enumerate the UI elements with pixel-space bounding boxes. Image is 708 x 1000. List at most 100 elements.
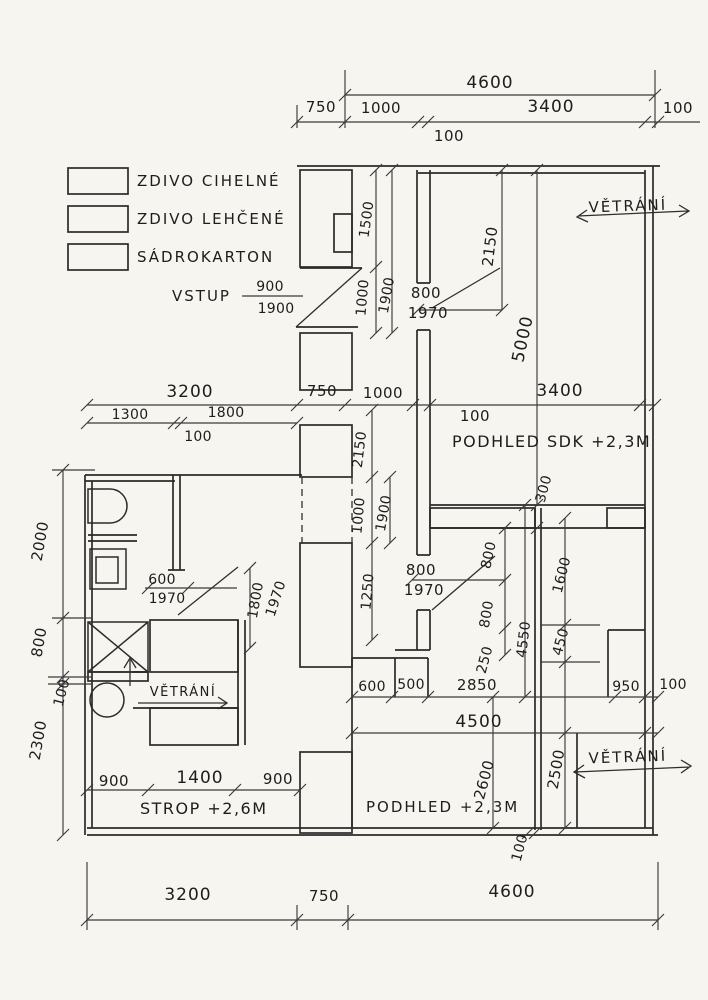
wall-brick-2 (299, 332, 353, 391)
door-swings (177, 267, 501, 616)
wall-light-strip (87, 671, 149, 682)
legend-label-cihelne: ZDIVO CIHELNÉ (137, 171, 281, 190)
dim-left-2000: 2000 (28, 520, 53, 563)
dim-top-100-left: 100 (434, 127, 464, 145)
vent-arrow-right (138, 696, 229, 710)
dim-bl-1400: 1400 (176, 768, 223, 788)
dim-mid-3400: 3400 (536, 381, 583, 401)
legend-swatch-plain (67, 243, 129, 271)
dim-mid-750: 750 (307, 382, 337, 400)
legend: ZDIVO CIHELNÉ ZDIVO LEHČENÉ SÁDROKARTON (67, 167, 286, 271)
wall-brick-4 (299, 542, 353, 668)
dim-low-2600: 2600 (470, 758, 498, 801)
shaft-box (87, 621, 149, 673)
dim-bot-3200: 3200 (164, 885, 211, 905)
label-vetrani-top-right: VĚTRÁNÍ (588, 195, 667, 217)
dim-top-750: 750 (306, 98, 336, 116)
dim-low-100: 100 (509, 833, 532, 864)
label-vetrani-left: VĚTRÁNÍ (150, 684, 217, 700)
dim-vstup-1900: 1900 (258, 301, 295, 317)
dim-door-mid-800: 800 (406, 561, 436, 579)
fixtures (87, 488, 149, 718)
dim-right-450: 450 (550, 627, 573, 658)
dim-mid-1300: 1300 (112, 407, 149, 423)
dim-top-1000: 1000 (361, 99, 401, 117)
vent-arrow-up (123, 656, 137, 686)
dim-right-1600: 1600 (550, 555, 574, 595)
dim-right-4550: 4550 (514, 620, 534, 659)
legend-label-lehcene: ZDIVO LEHČENÉ (137, 209, 286, 228)
dim-right-950: 950 (612, 679, 640, 695)
door-swing-top (431, 267, 501, 309)
legend-label-sadrokarton: SÁDROKARTON (137, 247, 274, 266)
dim-wall-2150: 2150 (350, 430, 370, 469)
dim-right-250: 250 (474, 645, 497, 676)
dim-bath-1970: 1970 (149, 591, 186, 607)
wall-light-right (606, 507, 646, 529)
dim-nook-2850: 2850 (457, 676, 497, 694)
dim-left-100: 100 (51, 678, 74, 709)
dim-right-800b: 800 (477, 599, 498, 629)
label-vetrani-bottom-right: VĚTRÁNÍ (588, 746, 667, 768)
shaft-cross (87, 621, 149, 673)
dim-wall-1900: 1900 (373, 494, 395, 533)
dim-wall-1000: 1000 (349, 497, 368, 535)
wall-outlines (84, 165, 660, 836)
dim-right-100: 100 (659, 677, 687, 693)
dim-corr-1500: 1500 (357, 200, 378, 239)
dim-door-mid-1970: 1970 (404, 581, 444, 599)
dim-nook-600: 600 (358, 679, 386, 695)
label-podhled-bottom: PODHLED +2,3M (366, 798, 519, 816)
dim-bot-4600: 4600 (488, 882, 535, 902)
vent-arrow-bottom-right (572, 759, 693, 779)
label-podhled-sdk: PODHLED SDK +2,3M (452, 432, 651, 451)
dim-mid-1000: 1000 (363, 384, 403, 402)
wall-brick-5 (299, 751, 353, 834)
dim-nook-500: 500 (397, 677, 425, 693)
dim-mid-3200: 3200 (166, 382, 213, 402)
door-swing-bath (177, 566, 239, 616)
wall-brick-3 (299, 424, 353, 478)
dim-top-4600: 4600 (466, 73, 513, 93)
dim-bath-1800: 1800 (245, 581, 267, 620)
door-swing-mid (431, 555, 496, 611)
dim-top-3400: 3400 (527, 97, 574, 117)
bathtub (87, 488, 128, 524)
legend-swatch-diagonal (67, 205, 129, 233)
dim-low-4500: 4500 (455, 712, 502, 732)
dim-door-top-1970: 1970 (408, 304, 448, 322)
wall-opening-dashed (301, 477, 353, 543)
label-strop: STROP +2,6M (140, 799, 268, 818)
arrows (123, 204, 693, 779)
dim-bl-900b: 900 (263, 770, 293, 788)
dim-corr-1000: 1000 (353, 279, 372, 317)
dim-left-2300: 2300 (26, 719, 51, 762)
sink-basin (95, 556, 119, 584)
label-vstup: VSTUP (172, 287, 231, 305)
dim-room-2150: 2150 (479, 225, 502, 267)
dim-mid-100: 100 (184, 429, 212, 445)
dim-mid-1800: 1800 (208, 405, 245, 421)
dim-right-800a: 800 (478, 540, 499, 570)
dim-left-800: 800 (28, 626, 51, 659)
vent-arrow-top-right (575, 204, 691, 223)
dim-sdk-300: 300 (533, 474, 556, 505)
annotation-labels: VSTUP 900 1900 VĚTRÁNÍ VĚTRÁNÍ VĚTRÁNÍ P… (140, 195, 667, 818)
sink (89, 548, 127, 590)
wall-niche (333, 213, 353, 253)
dim-bot-750: 750 (309, 887, 339, 905)
dim-mid-100-right: 100 (460, 407, 490, 425)
chimney-upper-block (149, 619, 239, 673)
dimension-lines (48, 70, 700, 930)
dim-bath-600: 600 (148, 572, 176, 588)
dim-bl-900a: 900 (99, 772, 129, 790)
dim-room-5000: 5000 (508, 314, 537, 364)
dim-vstup-900: 900 (256, 279, 284, 295)
dim-wall-1250: 1250 (358, 573, 377, 611)
dim-top-100-right: 100 (663, 99, 693, 117)
dim-door-top-800: 800 (411, 284, 441, 302)
flue-circle (89, 682, 125, 718)
chimney-lower-block (149, 707, 239, 746)
